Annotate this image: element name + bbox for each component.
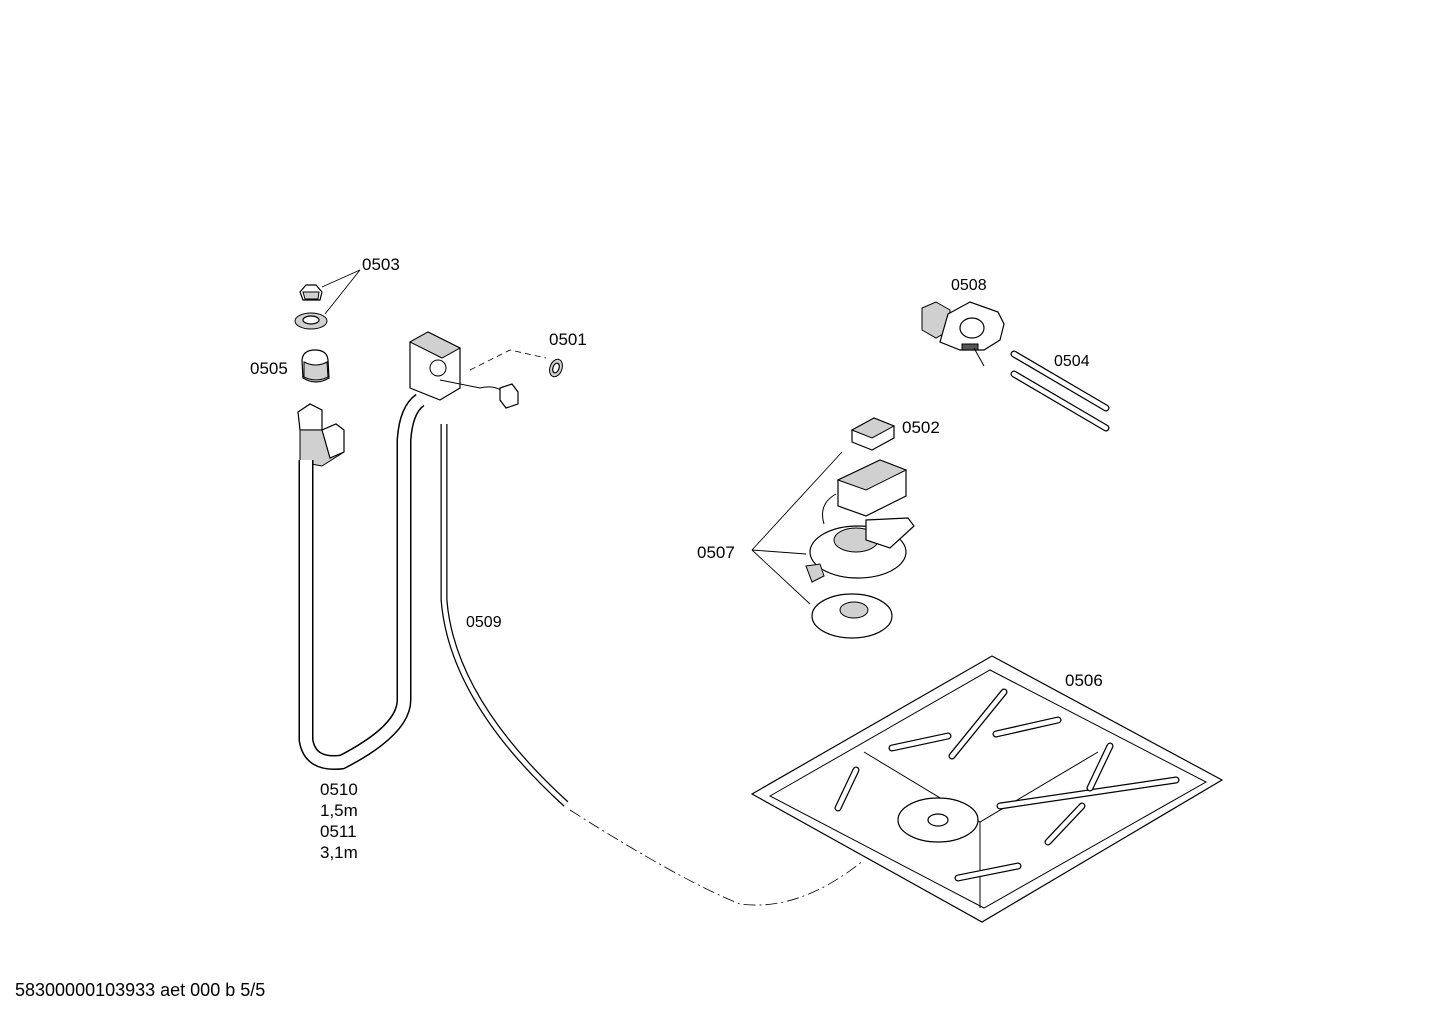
- label-length-2: 3,1m: [320, 843, 358, 862]
- leader-0507: [751, 451, 843, 605]
- part-connector-housing: [408, 331, 547, 409]
- label-0501: 0501: [549, 330, 587, 349]
- label-0506: 0506: [1065, 671, 1103, 690]
- part-0509-hose: [440, 424, 865, 906]
- label-0505: 0505: [250, 359, 288, 378]
- label-length-1: 1,5m: [320, 801, 358, 820]
- part-0501-ring: [549, 358, 563, 378]
- part-0508-valve: [921, 301, 1005, 367]
- label-0503: 0503: [362, 255, 400, 274]
- part-0510-hose: [297, 393, 425, 771]
- label-0511: 0511: [320, 822, 357, 841]
- document-footer-code: 58300000103933 aet 000 b 5/5: [15, 980, 266, 1000]
- label-0507: 0507: [697, 543, 735, 562]
- part-0507-assembly: [805, 459, 915, 639]
- leader-0503: [321, 269, 361, 315]
- label-0509: 0509: [466, 614, 502, 631]
- part-0504-rods: [1010, 350, 1110, 432]
- label-0508: 0508: [951, 277, 987, 294]
- part-0505-cap: [301, 349, 330, 383]
- part-0506-base-plate: [750, 655, 1224, 923]
- part-0503-cap: [299, 284, 323, 301]
- label-0504: 0504: [1054, 353, 1090, 370]
- part-0503-washer: [294, 312, 328, 330]
- part-0502-block: [850, 417, 896, 451]
- label-0510: 0510: [320, 780, 358, 799]
- label-0502: 0502: [902, 418, 940, 437]
